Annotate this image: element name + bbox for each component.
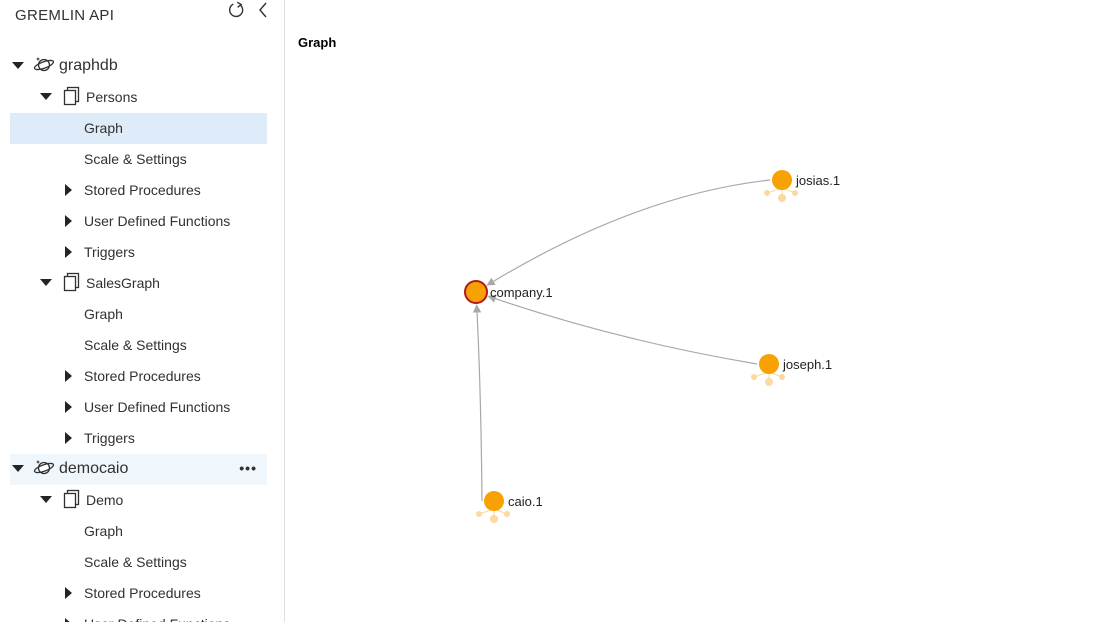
caret-down-icon[interactable] bbox=[12, 59, 24, 71]
tree-collection-demo[interactable]: Demo bbox=[10, 485, 267, 516]
tree-item-label: Triggers bbox=[84, 244, 135, 260]
document-icon bbox=[63, 272, 81, 295]
graph-tab-content: Graph company.1 josias.1 joseph.1 caio.1 bbox=[285, 0, 1096, 622]
tree-item-label: Graph bbox=[84, 523, 123, 539]
tree-item-scale-and-settings[interactable]: Scale & Settings bbox=[10, 547, 267, 578]
tree-item-stored-procedures[interactable]: Stored Procedures bbox=[10, 578, 267, 609]
graph-node-label: josias.1 bbox=[795, 173, 840, 188]
tree-item-triggers[interactable]: Triggers bbox=[10, 423, 267, 454]
tree-item-stored-procedures[interactable]: Stored Procedures bbox=[10, 361, 267, 392]
graph-edge bbox=[486, 179, 771, 286]
caret-right-icon[interactable] bbox=[63, 618, 75, 622]
caret-right-icon[interactable] bbox=[63, 587, 75, 599]
panel-title: GREMLIN API bbox=[15, 7, 115, 24]
tree-item-label: Scale & Settings bbox=[84, 151, 187, 167]
graph-edge bbox=[472, 304, 483, 502]
document-icon bbox=[63, 489, 81, 512]
graph-node-label: caio.1 bbox=[508, 494, 543, 509]
graph-node-joseph-1[interactable] bbox=[759, 354, 779, 374]
tree-item-label: User Defined Functions bbox=[84, 213, 231, 229]
node-expand-dot[interactable] bbox=[778, 194, 786, 202]
node-expand-dot[interactable] bbox=[792, 190, 798, 196]
tree-collection-persons[interactable]: Persons bbox=[10, 82, 267, 113]
more-options-icon[interactable]: ••• bbox=[239, 460, 257, 476]
tree-item-user-defined-functions[interactable]: User Defined Functions bbox=[10, 206, 267, 237]
tree-item-graph[interactable]: Graph bbox=[10, 299, 267, 330]
node-expand-dot[interactable] bbox=[490, 515, 498, 523]
tree-database-democaio[interactable]: democaio ••• bbox=[10, 454, 267, 485]
tree-item-triggers[interactable]: Triggers bbox=[10, 237, 267, 268]
graph-node-caio-1[interactable] bbox=[484, 491, 504, 511]
tree-item-label: Demo bbox=[86, 492, 124, 508]
planet-icon bbox=[33, 457, 55, 480]
caret-right-icon[interactable] bbox=[63, 246, 75, 258]
graph-node-company-1[interactable] bbox=[464, 280, 488, 304]
node-expand-dot[interactable] bbox=[751, 374, 757, 380]
tab-title: Graph bbox=[298, 35, 337, 50]
tree-item-label: Stored Procedures bbox=[84, 182, 201, 198]
chevron-left-icon[interactable] bbox=[256, 0, 276, 24]
node-expand-dot[interactable] bbox=[779, 374, 785, 380]
tree-item-user-defined-functions[interactable]: User Defined Functions bbox=[10, 609, 267, 622]
tree-item-label: Stored Procedures bbox=[84, 368, 201, 384]
tree-item-label: SalesGraph bbox=[86, 275, 160, 291]
node-expand-dot[interactable] bbox=[504, 511, 510, 517]
tree-item-label: Persons bbox=[86, 89, 138, 105]
tree-item-label: Stored Procedures bbox=[84, 585, 201, 601]
graph-canvas[interactable]: company.1 josias.1 joseph.1 caio.1 bbox=[285, 0, 1096, 622]
tree-item-label: User Defined Functions bbox=[84, 399, 231, 415]
tree-item-graph[interactable]: Graph bbox=[10, 516, 267, 547]
tree-item-user-defined-functions[interactable]: User Defined Functions bbox=[10, 392, 267, 423]
tree-item-stored-procedures[interactable]: Stored Procedures bbox=[10, 175, 267, 206]
tree-item-label: Scale & Settings bbox=[84, 554, 187, 570]
tree-database-graphdb[interactable]: graphdb bbox=[10, 51, 267, 82]
graph-node-josias-1[interactable] bbox=[772, 170, 792, 190]
caret-down-icon[interactable] bbox=[12, 462, 24, 474]
tree-collection-salesgraph[interactable]: SalesGraph bbox=[10, 268, 267, 299]
node-expand-dot[interactable] bbox=[476, 511, 482, 517]
tree-item-label: Graph bbox=[84, 120, 123, 136]
node-expand-dot[interactable] bbox=[765, 378, 773, 386]
graph-node-label: company.1 bbox=[490, 285, 553, 300]
caret-right-icon[interactable] bbox=[63, 432, 75, 444]
planet-icon bbox=[33, 54, 55, 77]
refresh-icon[interactable] bbox=[227, 0, 247, 24]
node-expand-dot[interactable] bbox=[764, 190, 770, 196]
tree-item-graph[interactable]: Graph bbox=[10, 113, 267, 144]
caret-right-icon[interactable] bbox=[63, 184, 75, 196]
tree-item-scale-and-settings[interactable]: Scale & Settings bbox=[10, 330, 267, 361]
caret-down-icon[interactable] bbox=[40, 493, 52, 505]
caret-down-icon[interactable] bbox=[40, 276, 52, 288]
tree-item-label: graphdb bbox=[59, 57, 118, 74]
tree-item-label: democaio bbox=[59, 460, 129, 477]
graph-node-label: joseph.1 bbox=[782, 357, 832, 372]
tree-item-label: Scale & Settings bbox=[84, 337, 187, 353]
panel-header: GREMLIN API bbox=[0, 0, 284, 34]
document-icon bbox=[63, 86, 81, 109]
caret-right-icon[interactable] bbox=[63, 401, 75, 413]
caret-right-icon[interactable] bbox=[63, 215, 75, 227]
tree-item-label: Graph bbox=[84, 306, 123, 322]
tree-item-scale-and-settings[interactable]: Scale & Settings bbox=[10, 144, 267, 175]
tree-item-label: Triggers bbox=[84, 430, 135, 446]
caret-down-icon[interactable] bbox=[40, 90, 52, 102]
caret-right-icon[interactable] bbox=[63, 370, 75, 382]
tree-item-label: User Defined Functions bbox=[84, 616, 230, 622]
graph-edge bbox=[487, 294, 758, 365]
